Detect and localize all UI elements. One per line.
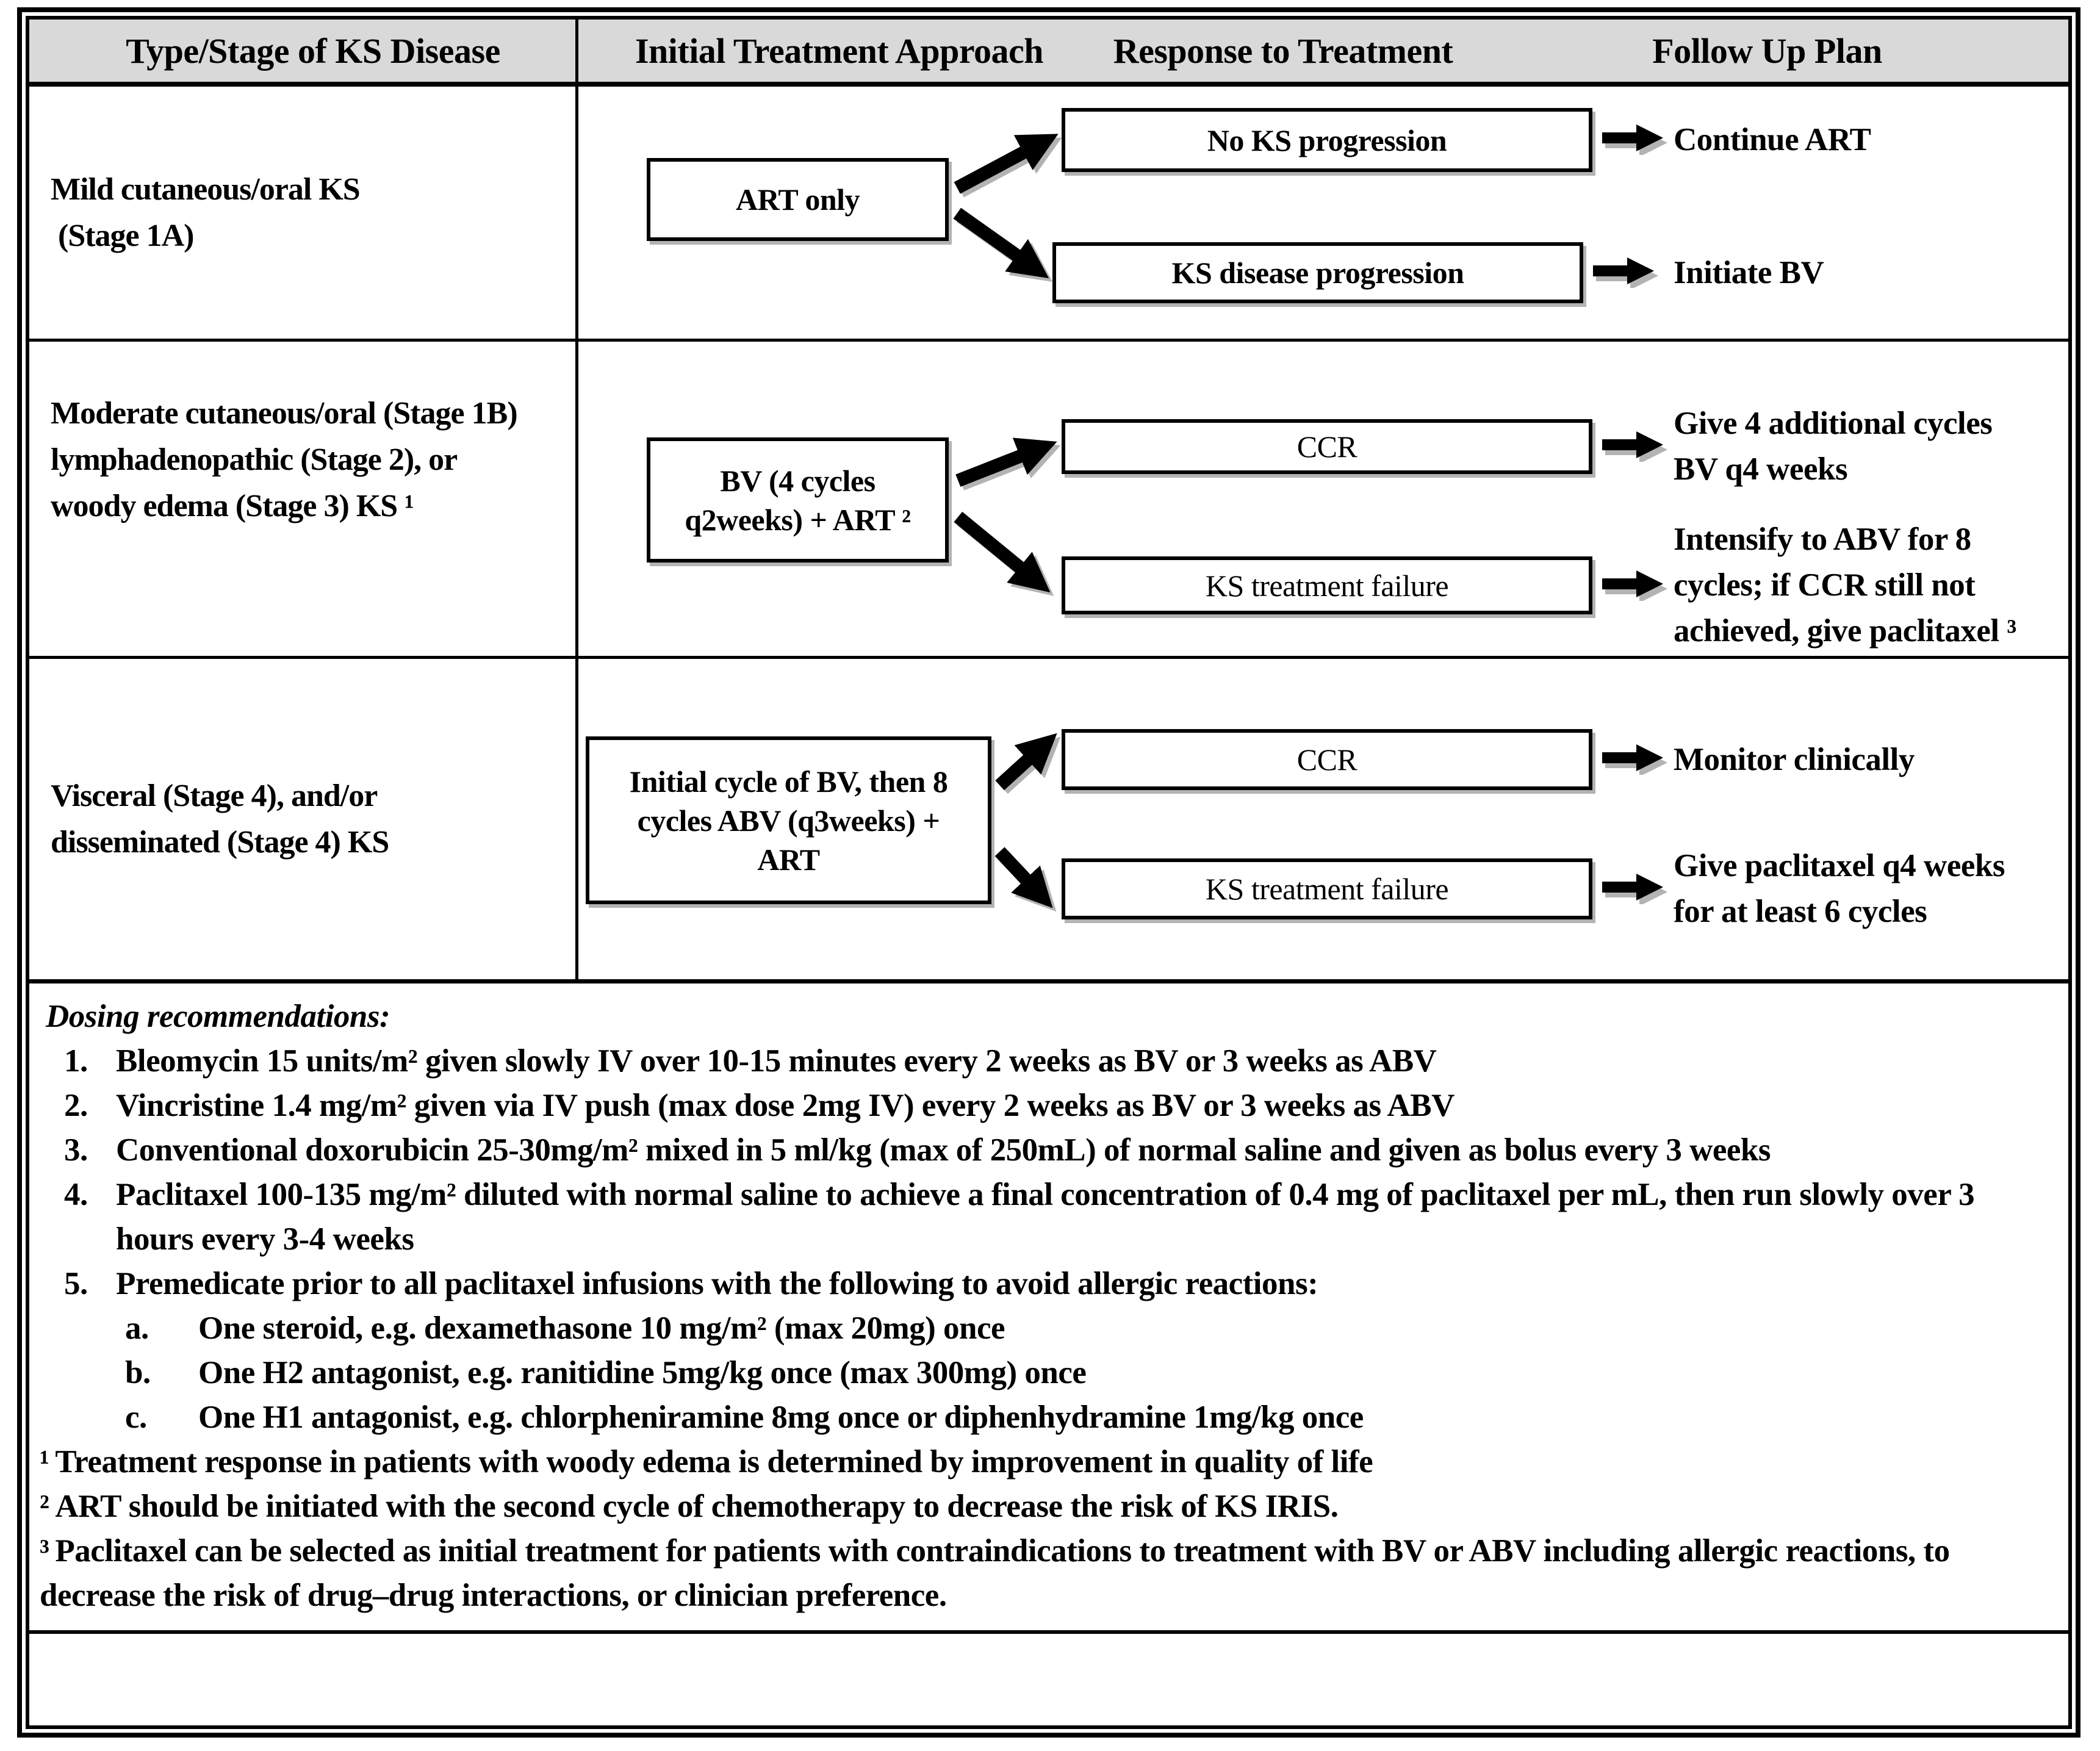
subitem-letter: c. bbox=[125, 1400, 147, 1435]
header-initial-treatment: Initial Treatment Approach bbox=[635, 31, 1044, 71]
footnote-mark: ³ bbox=[40, 1533, 49, 1569]
table-row-mild-ks: Mild cutaneous/oral KS (Stage 1A) ART on… bbox=[29, 87, 2068, 342]
treatment-table: Type/Stage of KS Disease Initial Treatme… bbox=[26, 16, 2072, 1729]
item-number: 5. bbox=[64, 1266, 88, 1301]
dosing-title: Dosing recommendations: bbox=[46, 999, 390, 1034]
item-number: 2. bbox=[64, 1088, 88, 1123]
item-text: Paclitaxel 100-135 mg/m² diluted with no… bbox=[116, 1177, 1975, 1257]
follow-up-text: Give paclitaxel q4 weeks for at least 6 … bbox=[1674, 848, 2005, 929]
response-box: CCR bbox=[1062, 729, 1592, 790]
subitem-letter: b. bbox=[125, 1355, 151, 1390]
flowchart-area: BV (4 cycles q2weeks) + ART ² CCR KS tre… bbox=[578, 342, 2068, 656]
footnote-text: ART should be initiated with the second … bbox=[55, 1489, 1339, 1524]
item-text: Conventional doxorubicin 25-30mg/m² mixe… bbox=[116, 1132, 1771, 1168]
dosing-subitem: c. One H1 antagonist, e.g. chlorpheniram… bbox=[29, 1395, 2056, 1440]
dosing-subitem: b. One H2 antagonist, e.g. ranitidine 5m… bbox=[29, 1351, 2056, 1395]
item-number: 1. bbox=[64, 1043, 88, 1079]
footnote-mark: ¹ bbox=[40, 1444, 49, 1480]
item-text: Bleomycin 15 units/m² given slowly IV ov… bbox=[116, 1043, 1437, 1079]
response-box: KS treatment failure bbox=[1062, 858, 1592, 919]
subitem-text: One H1 antagonist, e.g. chlorpheniramine… bbox=[198, 1400, 1364, 1435]
dosing-item: 2. Vincristine 1.4 mg/m² given via IV pu… bbox=[29, 1084, 2056, 1128]
arrow-right-icon bbox=[1602, 570, 1667, 601]
table-row-visceral-ks: Visceral (Stage 4), and/or disseminated … bbox=[29, 659, 2068, 983]
flowchart-area: Initial cycle of BV, then 8 cycles ABV (… bbox=[578, 659, 2068, 979]
follow-up-text: Intensify to ABV for 8 cycles; if CCR st… bbox=[1674, 522, 2016, 649]
follow-up-text: Give 4 additional cycles BV q4 weeks bbox=[1674, 406, 1993, 487]
table-header-row: Type/Stage of KS Disease Initial Treatme… bbox=[29, 20, 2068, 87]
response-box: KS treatment failure bbox=[1062, 556, 1592, 614]
dosing-item: 1. Bleomycin 15 units/m² given slowly IV… bbox=[29, 1039, 2056, 1084]
arrow-right-icon bbox=[1593, 257, 1658, 288]
footnote-text: Paclitaxel can be selected as initial tr… bbox=[40, 1533, 1950, 1613]
dosing-recommendations-section: Dosing recommendations: 1. Bleomycin 15 … bbox=[29, 983, 2068, 1634]
stage-label: Mild cutaneous/oral KS (Stage 1A) bbox=[29, 87, 578, 339]
stage-label: Visceral (Stage 4), and/or disseminated … bbox=[29, 659, 578, 979]
item-text: Premedicate prior to all paclitaxel infu… bbox=[116, 1266, 1318, 1301]
arrow-right-icon bbox=[1602, 124, 1667, 155]
dosing-item: 4. Paclitaxel 100-135 mg/m² diluted with… bbox=[29, 1173, 2056, 1262]
initial-treatment-box: BV (4 cycles q2weeks) + ART ² bbox=[647, 437, 949, 563]
follow-up-text: Initiate BV bbox=[1674, 254, 1824, 290]
arrow-right-icon bbox=[1602, 744, 1667, 775]
arrow-right-icon bbox=[1602, 431, 1667, 462]
subitem-text: One steroid, e.g. dexamethasone 10 mg/m²… bbox=[198, 1311, 1005, 1346]
item-number: 4. bbox=[64, 1177, 88, 1212]
empty-bottom-row bbox=[29, 1634, 2068, 1725]
stage-label: Moderate cutaneous/oral (Stage 1B) lymph… bbox=[29, 342, 578, 656]
dosing-item: 5. Premedicate prior to all paclitaxel i… bbox=[29, 1262, 2056, 1306]
table-row-moderate-ks: Moderate cutaneous/oral (Stage 1B) lymph… bbox=[29, 342, 2068, 659]
subitem-letter: a. bbox=[125, 1311, 149, 1346]
header-response: Response to Treatment bbox=[1113, 31, 1453, 71]
arrow-right-icon bbox=[1602, 874, 1667, 904]
response-box: CCR bbox=[1062, 419, 1592, 474]
dosing-item: 3. Conventional doxorubicin 25-30mg/m² m… bbox=[29, 1128, 2056, 1173]
item-text: Vincristine 1.4 mg/m² given via IV push … bbox=[116, 1088, 1455, 1123]
flowchart-area: ART only No KS progression KS disease pr… bbox=[578, 87, 2068, 339]
subitem-text: One H2 antagonist, e.g. ranitidine 5mg/k… bbox=[198, 1355, 1087, 1390]
item-number: 3. bbox=[64, 1132, 88, 1168]
header-follow-up: Follow Up Plan bbox=[1652, 31, 1882, 71]
dosing-subitem: a. One steroid, e.g. dexamethasone 10 mg… bbox=[29, 1306, 2056, 1351]
initial-treatment-box: ART only bbox=[647, 158, 949, 241]
response-box: No KS progression bbox=[1062, 108, 1592, 172]
follow-up-text: Monitor clinically bbox=[1674, 741, 1915, 777]
footnote-text: Treatment response in patients with wood… bbox=[55, 1444, 1373, 1480]
header-type-stage: Type/Stage of KS Disease bbox=[29, 20, 578, 82]
table-outer-border: Type/Stage of KS Disease Initial Treatme… bbox=[17, 7, 2080, 1738]
response-box: KS disease progression bbox=[1052, 242, 1583, 303]
initial-treatment-box: Initial cycle of BV, then 8 cycles ABV (… bbox=[586, 736, 991, 904]
footnote-mark: ² bbox=[40, 1489, 49, 1524]
follow-up-text: Continue ART bbox=[1674, 122, 1871, 157]
